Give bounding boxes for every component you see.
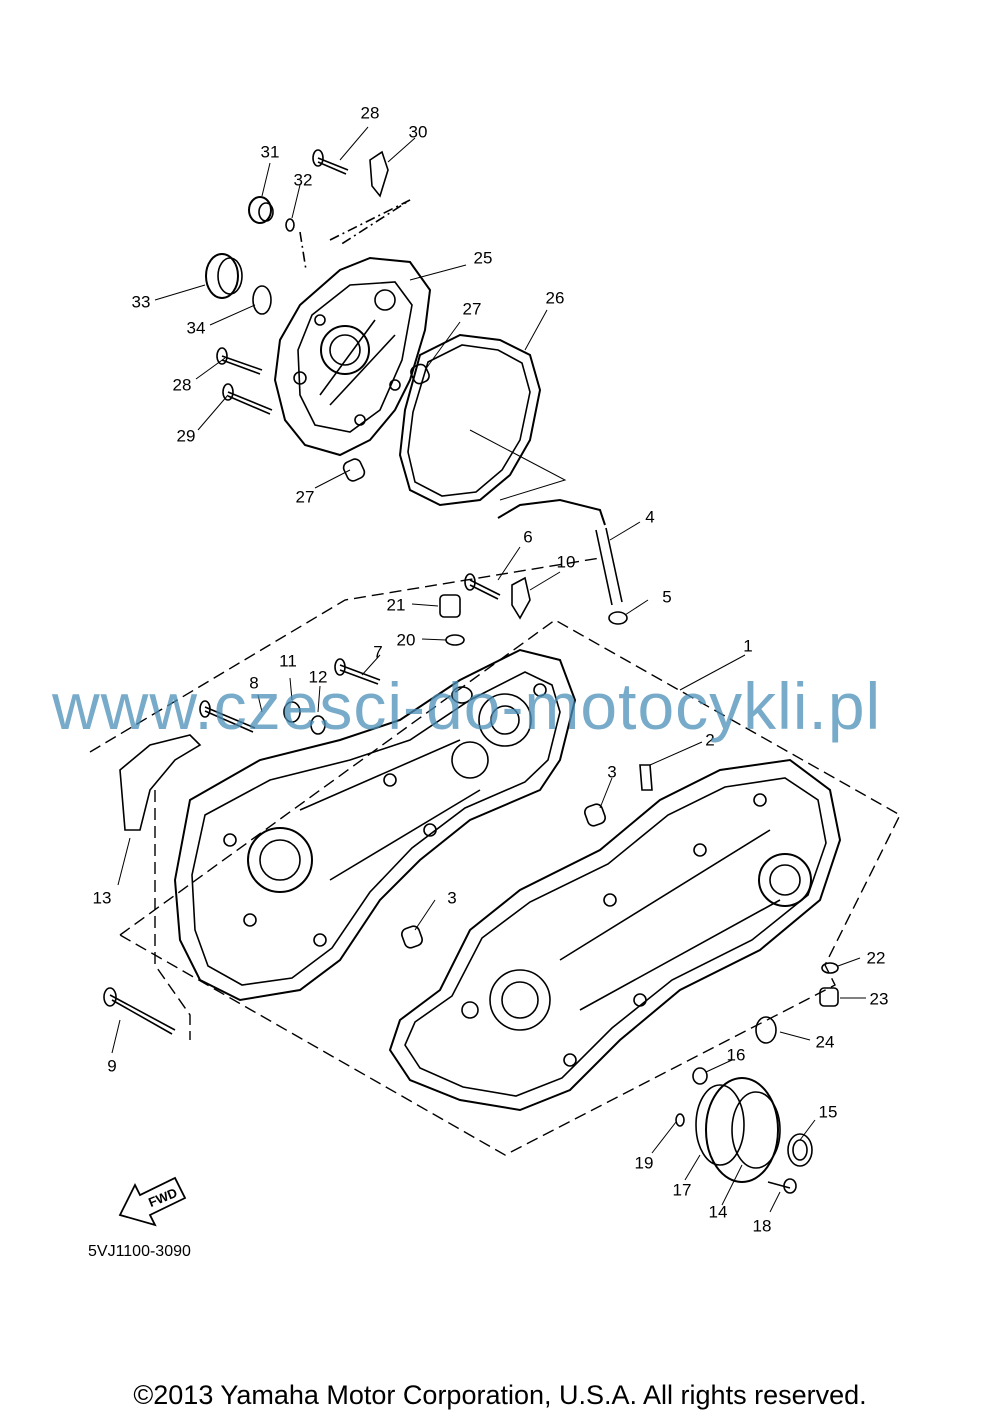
part-label-20: 20 <box>396 630 416 650</box>
part-label-13: 13 <box>92 888 112 908</box>
part-label-27a: 27 <box>462 299 482 319</box>
part-label-26: 26 <box>545 288 565 308</box>
diagram-code: 5VJ1100-3090 <box>88 1243 191 1260</box>
part-label-10: 10 <box>556 552 576 572</box>
part-label-15: 15 <box>818 1102 838 1122</box>
part-label-8: 8 <box>249 673 259 693</box>
part-label-17: 17 <box>672 1180 692 1200</box>
part-label-32: 32 <box>293 170 313 190</box>
part-label-4: 4 <box>645 507 655 527</box>
part-label-3a: 3 <box>607 762 617 782</box>
part-label-14: 14 <box>708 1202 728 1222</box>
part-label-28b: 28 <box>172 375 192 395</box>
part-label-2: 2 <box>705 730 715 750</box>
part-label-25: 25 <box>473 248 493 268</box>
label-leader-lines <box>111 126 866 1213</box>
part-label-6: 6 <box>523 527 533 547</box>
part-label-12: 12 <box>308 667 328 687</box>
part-label-27b: 27 <box>295 487 315 507</box>
part-label-29: 29 <box>176 426 196 446</box>
part-label-21: 21 <box>386 595 406 615</box>
part-label-31: 31 <box>260 142 280 162</box>
assembly-outline-boxes <box>89 557 901 1156</box>
part-label-9: 9 <box>107 1056 117 1076</box>
watermark: www.czesci-do-motocykli.pl <box>52 669 882 743</box>
part-label-23: 23 <box>869 989 889 1009</box>
part-label-33: 33 <box>131 292 151 312</box>
left-crankcase <box>103 498 653 1035</box>
part-label-11: 11 <box>279 651 297 671</box>
part-label-22: 22 <box>866 948 886 968</box>
part-label-7: 7 <box>373 642 383 662</box>
forward-arrow-icon <box>118 1176 187 1227</box>
part-label-28a: 28 <box>360 103 380 123</box>
part-label-24: 24 <box>815 1032 835 1052</box>
part-label-18: 18 <box>752 1216 772 1236</box>
part-label-16: 16 <box>726 1045 746 1065</box>
part-label-34: 34 <box>186 318 206 338</box>
part-label-1: 1 <box>743 636 753 656</box>
part-label-19: 19 <box>634 1153 654 1173</box>
part-label-3b: 3 <box>447 888 457 908</box>
part-label-30: 30 <box>408 122 428 142</box>
copyright-notice: ©2013 Yamaha Motor Corporation, U.S.A. A… <box>133 1380 867 1410</box>
right-crankcase <box>388 758 842 1194</box>
crankcase-cover-assembly <box>205 149 567 507</box>
part-label-5: 5 <box>662 587 672 607</box>
